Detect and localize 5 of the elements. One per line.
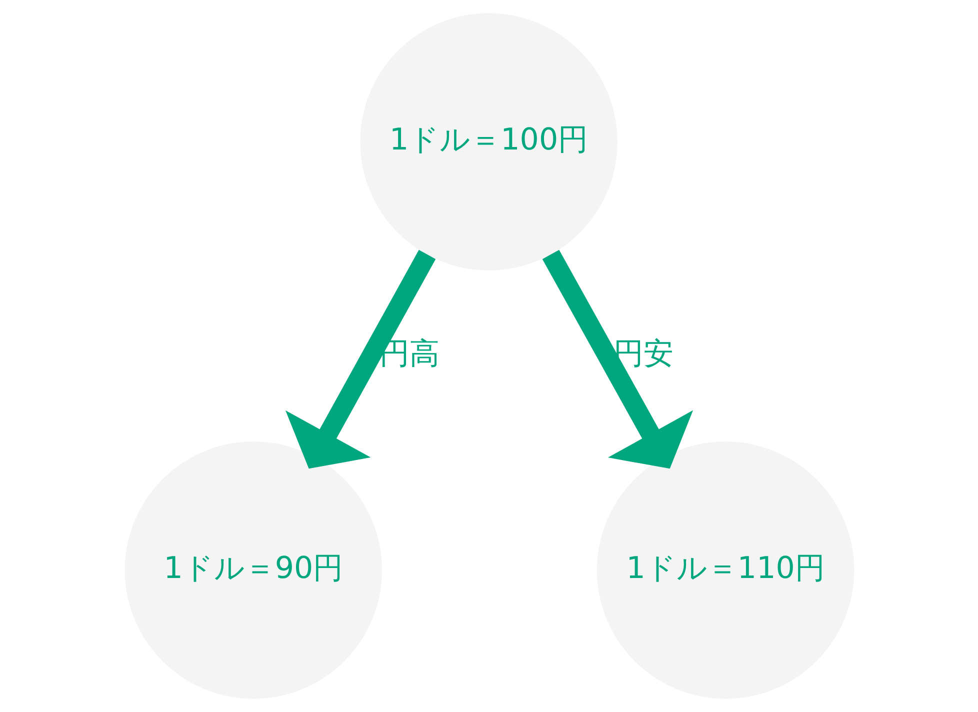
arrow (542, 250, 693, 469)
arrow (284, 250, 436, 469)
node-circle: 1ドル＝100円 (360, 13, 617, 270)
node-circle: 1ドル＝90円 (124, 442, 382, 699)
node-circle: 1ドル＝110円 (596, 442, 854, 699)
